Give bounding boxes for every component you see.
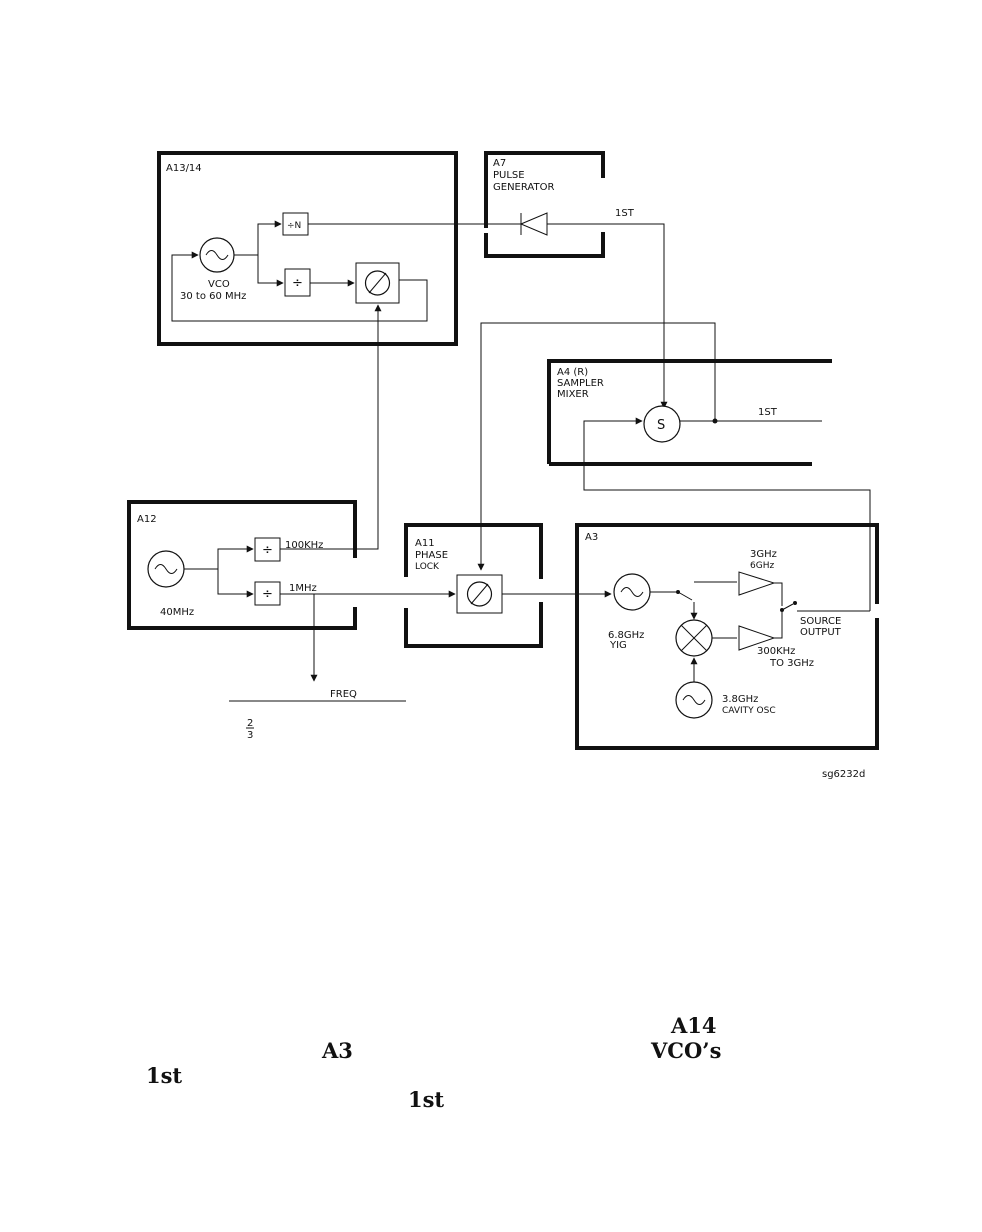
a7-diode-triangle <box>521 213 547 235</box>
text-1st-a: 1st <box>146 1063 182 1088</box>
figure-id: sg6232d <box>822 769 865 780</box>
fraction-top: 2 <box>247 718 253 729</box>
block-a11: A11 PHASE LOCK <box>406 525 541 646</box>
text-a14: A14 <box>671 1013 717 1038</box>
a3-high-band-out <box>774 583 782 606</box>
a3-low-band-out <box>774 612 782 638</box>
a7-line1: PULSE <box>493 170 525 181</box>
block-a12: A12 40MHz ÷ ÷ 100KHz 1MHz <box>129 502 355 628</box>
a7-frame-bottom <box>486 232 603 256</box>
a4-output-label: 1ST <box>758 407 778 418</box>
a12-title: A12 <box>137 514 157 525</box>
a12-wire-to-100k <box>184 549 253 569</box>
a4-line2: MIXER <box>557 389 589 400</box>
a3-title: A3 <box>585 532 598 543</box>
wire-100k-to-a13-phase <box>280 305 378 549</box>
a7-output-label: 1ST <box>615 208 635 219</box>
block-diagram: A13/14 VCO 30 to 60 MHz ÷N ÷ A7 PULSE GE… <box>0 0 982 800</box>
a13-divider-label: ÷ <box>292 276 303 291</box>
block-a4: A4 (R) SAMPLER MIXER S 1ST <box>549 361 832 464</box>
a11-line1: PHASE <box>415 550 448 561</box>
a4-frame-top <box>549 361 832 464</box>
a3-high-band-label2: 6GHz <box>750 561 774 571</box>
a13-14-title: A13/14 <box>166 163 202 174</box>
a12-wire-to-1m <box>218 569 253 594</box>
text-1st-b: 1st <box>408 1087 444 1112</box>
a3-low-band-label1: 300KHz <box>757 646 795 657</box>
freq-label: FREQ <box>330 689 357 700</box>
a3-high-band-label1: 3GHz <box>750 549 777 560</box>
a12-divider-1m-label: ÷ <box>262 587 273 602</box>
a3-cavity-label2: CAVITY OSC <box>722 706 776 716</box>
a12-divider-100k-label: ÷ <box>262 543 273 558</box>
text-vcos: VCO’s <box>651 1038 721 1063</box>
fraction-bottom: 3 <box>247 730 253 741</box>
a13-wire-to-div-n <box>234 224 281 255</box>
block-a7: A7 PULSE GENERATOR 1ST <box>486 153 635 256</box>
a4-title: A4 (R) <box>557 367 588 378</box>
text-a3: A3 <box>322 1038 353 1063</box>
a4-line1: SAMPLER <box>557 378 604 389</box>
block-a3: A3 6.8GHz YIG 3GHz 6GHz 300KHz TO 3GHz S… <box>577 525 877 748</box>
block-a13-14: A13/14 VCO 30 to 60 MHz ÷N ÷ <box>159 153 456 344</box>
a13-wire-to-div <box>258 255 283 283</box>
a3-out-switch-contact <box>793 601 797 605</box>
a3-source-label1: SOURCE <box>800 616 841 627</box>
a11-title: A11 <box>415 538 435 549</box>
a13-vco-label: VCO <box>208 279 230 290</box>
a11-line2: LOCK <box>415 562 440 572</box>
a3-high-band-amp <box>739 572 774 595</box>
a3-switch-blade <box>678 592 692 600</box>
a3-low-band-label2: TO 3GHz <box>769 658 814 669</box>
a4-sampler-label: S <box>657 418 665 433</box>
a12-osc-freq: 40MHz <box>160 607 194 618</box>
a3-cavity-label1: 3.8GHz <box>722 694 758 705</box>
a3-yig-label: YIG <box>609 640 627 651</box>
a12-out-1mhz: 1MHz <box>289 583 317 594</box>
a13-vco-range: 30 to 60 MHz <box>180 291 246 302</box>
a3-out-switch-blade <box>782 604 793 610</box>
a7-title: A7 <box>493 158 506 169</box>
a7-line2: GENERATOR <box>493 182 554 193</box>
a13-divide-n-label: ÷N <box>287 221 301 231</box>
a3-source-label2: OUTPUT <box>800 627 842 638</box>
